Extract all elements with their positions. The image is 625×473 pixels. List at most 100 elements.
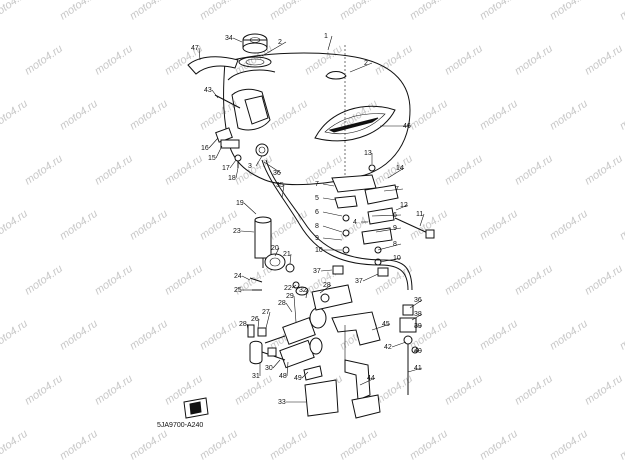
leader-line bbox=[371, 214, 402, 217]
part-label-3: 3 bbox=[248, 163, 252, 170]
part-label-12: 12 bbox=[400, 202, 408, 209]
leader-lines bbox=[198, 35, 425, 403]
part-label-1: 1 bbox=[324, 33, 328, 40]
part-label-36: 36 bbox=[414, 297, 422, 304]
leader-line bbox=[232, 37, 243, 43]
part-labels: 1223456778910101112131415161718192021222… bbox=[191, 33, 423, 406]
bolt bbox=[394, 217, 435, 239]
part-label-38: 38 bbox=[414, 311, 422, 318]
leader-line bbox=[286, 361, 289, 377]
watermark-text: moto4.ru bbox=[198, 318, 240, 353]
leader-line bbox=[379, 257, 402, 263]
part-label-23: 23 bbox=[233, 228, 241, 235]
fuel-hose bbox=[261, 159, 413, 291]
part-label-25: 25 bbox=[234, 287, 242, 294]
hose-clamp bbox=[332, 265, 389, 277]
part-label-5: 5 bbox=[315, 195, 319, 202]
watermark-text: moto4.ru bbox=[23, 43, 65, 78]
watermark-text: moto4.ru bbox=[583, 263, 625, 298]
watermark-text: moto4.ru bbox=[513, 43, 555, 78]
reference-icon bbox=[183, 397, 209, 419]
part-label-28: 28 bbox=[323, 282, 331, 289]
leader-line bbox=[322, 211, 343, 217]
leader-line bbox=[272, 359, 281, 369]
leader-line bbox=[362, 273, 379, 282]
part-label-35: 35 bbox=[276, 182, 284, 189]
leader-line bbox=[241, 275, 251, 281]
leader-line bbox=[395, 204, 409, 211]
watermark-text: moto4.ru bbox=[0, 208, 30, 243]
leader-line bbox=[211, 89, 219, 99]
watermark-text: moto4.ru bbox=[128, 208, 170, 243]
watermark-text: moto4.ru bbox=[618, 0, 625, 22]
watermark-text: moto4.ru bbox=[128, 428, 170, 463]
watermark-text: moto4.ru bbox=[338, 428, 380, 463]
leader-line bbox=[198, 47, 201, 61]
leader-line bbox=[289, 253, 292, 265]
watermark-text: moto4.ru bbox=[93, 263, 135, 298]
small-bracket bbox=[303, 365, 323, 381]
watermark-text: moto4.ru bbox=[548, 208, 590, 243]
part-label-37: 37 bbox=[355, 278, 363, 285]
part-label-4: 4 bbox=[353, 219, 357, 226]
filter-bolt bbox=[249, 277, 263, 291]
leader-line bbox=[383, 188, 404, 192]
watermark-text: moto4.ru bbox=[268, 208, 310, 243]
watermark-text: moto4.ru bbox=[93, 373, 135, 408]
part-label-32: 32 bbox=[299, 287, 307, 294]
part-label-37: 37 bbox=[313, 268, 321, 275]
watermark-text: moto4.ru bbox=[373, 43, 415, 78]
leader-line bbox=[291, 284, 297, 289]
fitting bbox=[247, 324, 277, 365]
leader-line bbox=[229, 159, 237, 169]
watermark-text: moto4.ru bbox=[128, 98, 170, 133]
watermark-text: moto4.ru bbox=[513, 263, 555, 298]
leader-line bbox=[322, 183, 335, 187]
watermark-text: moto4.ru bbox=[338, 0, 380, 22]
watermark-text: moto4.ru bbox=[408, 428, 450, 463]
watermark-text: moto4.ru bbox=[478, 428, 520, 463]
part-label-15: 15 bbox=[208, 155, 216, 162]
watermark-text: moto4.ru bbox=[443, 153, 485, 188]
watermark-text: moto4.ru bbox=[0, 428, 30, 463]
breather-tube bbox=[187, 56, 239, 75]
part-label-33: 33 bbox=[278, 399, 286, 406]
part-label-29: 29 bbox=[286, 293, 294, 300]
watermark-text: moto4.ru bbox=[513, 153, 555, 188]
part-label-47: 47 bbox=[191, 45, 199, 52]
part-label-31: 31 bbox=[252, 373, 260, 380]
part-label-22: 22 bbox=[284, 285, 292, 292]
part-label-7: 7 bbox=[315, 181, 319, 188]
part-label-41: 41 bbox=[414, 365, 422, 372]
part-label-10: 10 bbox=[393, 255, 401, 262]
watermark-text: moto4.ru bbox=[198, 0, 240, 22]
part-label-39: 39 bbox=[414, 323, 422, 330]
watermark-text: moto4.ru bbox=[58, 0, 100, 22]
diagram-code: 5JA9700-A240 bbox=[157, 422, 203, 429]
watermark-text: moto4.ru bbox=[0, 0, 30, 22]
leader-line bbox=[391, 341, 407, 348]
watermark-text: moto4.ru bbox=[128, 318, 170, 353]
part-label-40: 40 bbox=[414, 348, 422, 355]
watermark-text: moto4.ru bbox=[408, 98, 450, 133]
leader-line bbox=[409, 299, 423, 309]
part-label-28: 28 bbox=[239, 321, 247, 328]
part-label-30: 30 bbox=[265, 365, 273, 372]
leader-line bbox=[407, 367, 423, 373]
watermark-text: moto4.ru bbox=[513, 373, 555, 408]
watermark-text: moto4.ru bbox=[23, 373, 65, 408]
leader-line bbox=[215, 145, 223, 159]
watermark-text: moto4.ru bbox=[0, 98, 30, 133]
watermark-text: moto4.ru bbox=[618, 98, 625, 133]
part-label-46: 46 bbox=[403, 123, 411, 130]
watermark-text: moto4.ru bbox=[58, 208, 100, 243]
leader-line bbox=[208, 137, 219, 149]
fuel-cock bbox=[255, 143, 269, 157]
leader-line bbox=[246, 323, 249, 331]
part-label-6: 6 bbox=[315, 209, 319, 216]
leader-line bbox=[274, 247, 280, 257]
watermark-text: moto4.ru bbox=[548, 98, 590, 133]
watermark-text: moto4.ru bbox=[478, 208, 520, 243]
leader-line bbox=[243, 202, 257, 215]
